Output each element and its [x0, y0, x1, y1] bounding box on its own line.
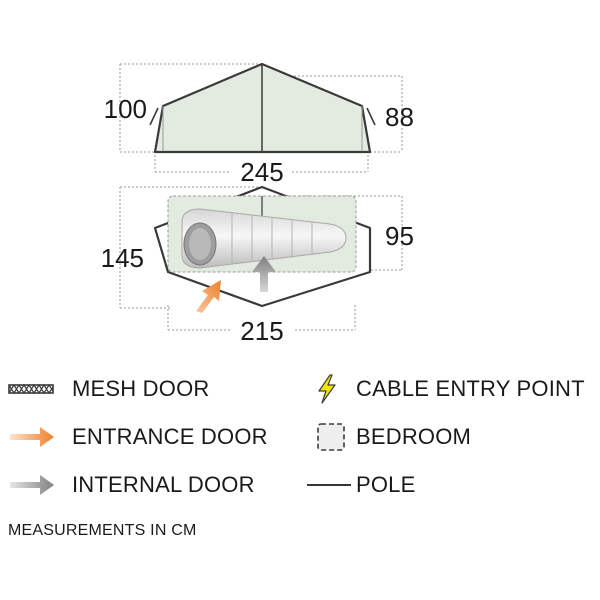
dimension-height-left: 100 [104, 94, 147, 124]
orange-arrow-icon [8, 422, 60, 452]
legend-label-mesh-door: MESH DOOR [72, 376, 210, 401]
internal-door-arrow [252, 256, 276, 292]
legend-cable-entry-point: CABLE ENTRY POINT [316, 373, 585, 405]
legend-label-bedroom: BEDROOM [356, 424, 472, 449]
legend-pole: POLE [306, 469, 416, 501]
sleeping-bag [181, 208, 347, 269]
legend-label-entrance-door: ENTRANCE DOOR [72, 424, 268, 449]
legend-internal-door: INTERNAL DOOR [8, 469, 255, 501]
entrance-door-arrow [196, 280, 221, 313]
lightning-bolt-icon [316, 374, 350, 404]
bedroom-icon [316, 422, 350, 452]
legend-mesh-door: MESH DOOR [8, 373, 209, 405]
dimension-length-bottom: 215 [240, 316, 283, 340]
pole-line-icon [306, 470, 356, 500]
dimension-width-right: 95 [385, 221, 414, 251]
legend-label-internal-door: INTERNAL DOOR [72, 472, 255, 497]
tent-diagram: 100 88 245 [101, 62, 414, 340]
legend-entrance-door: ENTRANCE DOOR [8, 421, 268, 453]
dimension-height-right: 88 [385, 102, 414, 132]
dimension-width-left: 145 [101, 243, 144, 273]
legend-bedroom: BEDROOM [316, 421, 471, 453]
measurements-note: MEASUREMENTS IN CM [8, 522, 197, 539]
mesh-door-icon [8, 374, 60, 404]
dimension-length-top: 245 [240, 157, 283, 187]
floor-plan: 145 95 215 [101, 185, 414, 340]
legend-label-cable-entry-point: CABLE ENTRY POINT [356, 376, 585, 401]
grey-arrow-icon [8, 470, 60, 500]
legend-label-pole: POLE [356, 472, 416, 497]
top-view: 100 88 245 [104, 62, 414, 187]
